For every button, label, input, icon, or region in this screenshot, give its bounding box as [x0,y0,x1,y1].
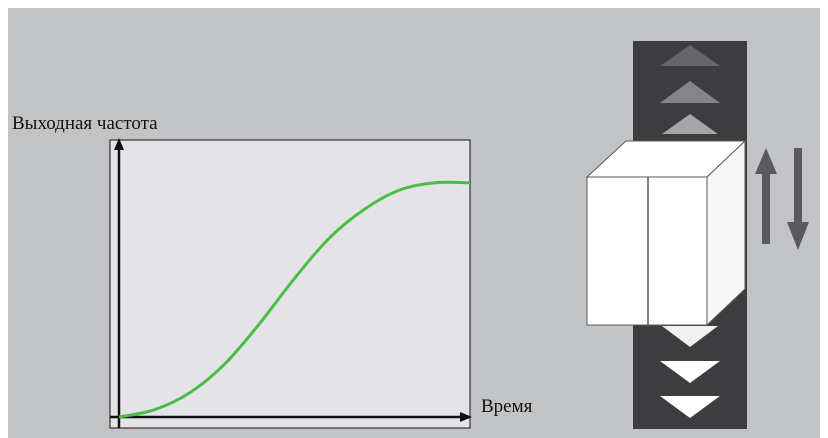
y-axis-label: Выходная частота [12,113,158,134]
shaft-down-arrow-icon [660,361,720,383]
cabin-front-face [586,176,708,326]
shaft-up-arrow-icon [660,81,720,103]
up-down-arrows-icon [755,148,809,250]
y-axis-arrowhead [114,138,124,150]
shaft-down-arrow-icon [662,326,718,347]
shaft-up-arrow-icon [662,114,718,134]
x-axis-arrowhead [460,412,472,422]
shaft-down-arrow-icon [660,396,720,418]
x-axis-label: Время [481,396,533,417]
series-line [118,180,471,419]
shaft-up-arrow-icon [660,45,720,66]
